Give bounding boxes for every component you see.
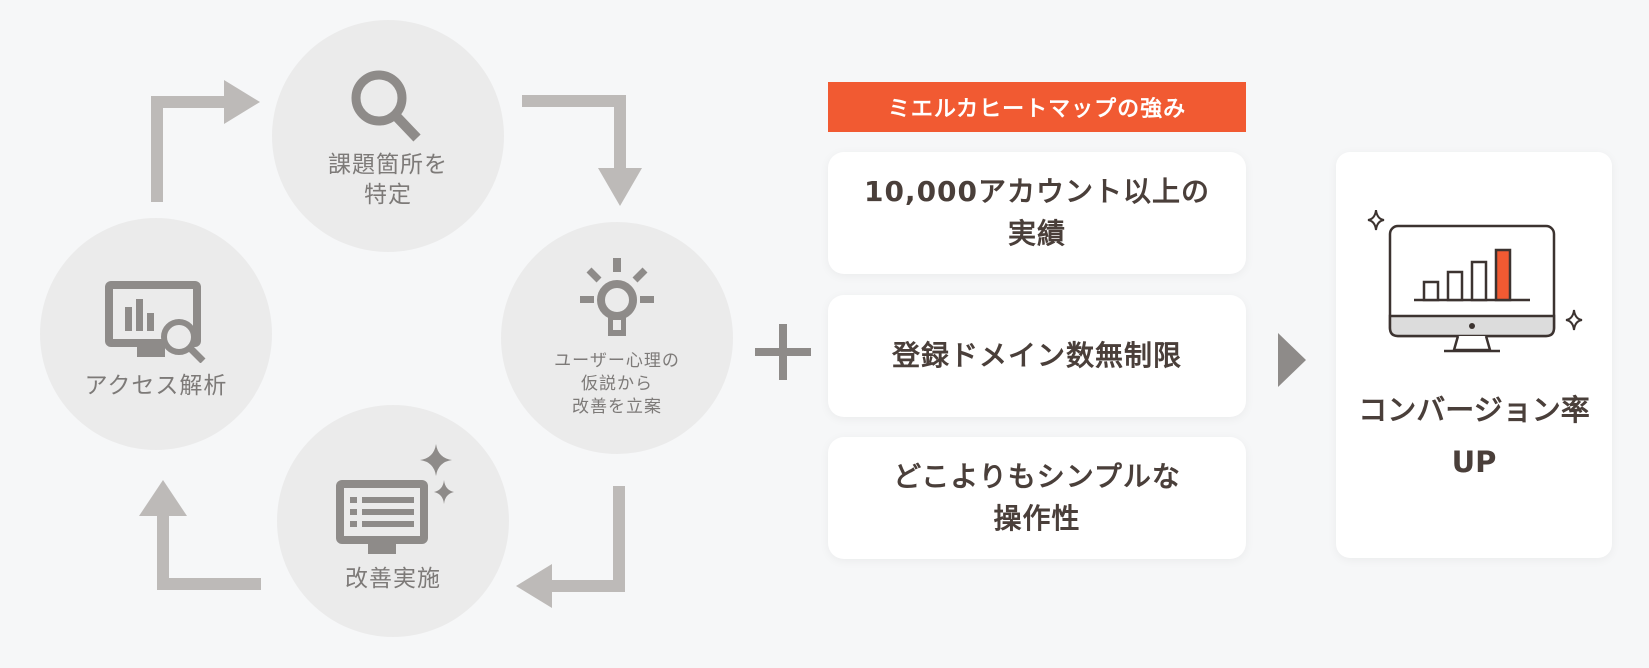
growth-chart-monitor-icon xyxy=(1367,210,1583,353)
magnifier-icon xyxy=(351,70,421,142)
sparkle-small-icon xyxy=(434,480,454,504)
step-identify-label: 課題箇所を 特定 xyxy=(328,152,448,208)
cycle-arrow-up-right xyxy=(151,80,260,202)
step-hypothesis: ユーザー心理の 仮説から 改善を立案 xyxy=(501,222,733,454)
result-arrow-icon xyxy=(1278,333,1306,387)
strength-card-domains: 登録ドメイン数無制限 xyxy=(828,295,1246,417)
result-card: コンバージョン率 UP xyxy=(1336,152,1612,558)
result-label: コンバージョン率 UP xyxy=(1358,393,1590,479)
lightbulb-icon xyxy=(580,257,654,336)
step-identify: 課題箇所を 特定 xyxy=(272,20,504,252)
step-hypothesis-label: ユーザー心理の 仮説から 改善を立案 xyxy=(554,350,680,417)
plus-icon xyxy=(755,324,811,380)
strengths-badge: ミエルカヒートマップの強み xyxy=(828,82,1246,132)
strength-card-accounts: 10,000アカウント以上の 実績 xyxy=(828,152,1246,274)
step-implement: 改善実施 xyxy=(277,405,509,637)
step-analyze-label: アクセス解析 xyxy=(84,373,228,399)
step-analyze: アクセス解析 xyxy=(40,218,272,450)
cycle-arrow-right-down xyxy=(522,95,642,206)
analytics-monitor-icon xyxy=(105,281,206,363)
cycle-arrow-down-left xyxy=(516,486,625,608)
strength-card-simple: どこよりもシンプルな 操作性 xyxy=(828,437,1246,559)
cycle-arrow-left-up xyxy=(139,480,261,590)
sparkle-large-icon xyxy=(420,444,452,476)
step-implement-label: 改善実施 xyxy=(345,566,441,592)
monitor-list-icon xyxy=(336,444,454,554)
